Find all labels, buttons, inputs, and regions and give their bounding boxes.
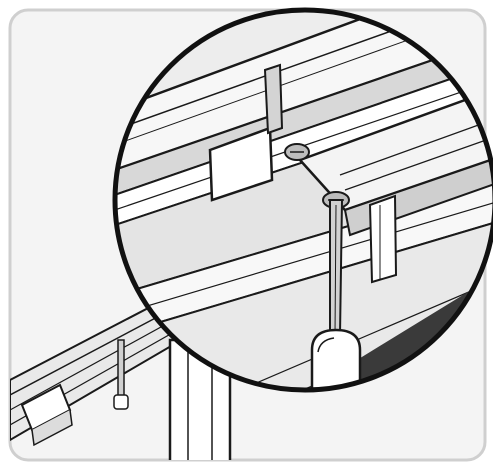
screwdriver-icon xyxy=(310,199,362,390)
magnifier-ring xyxy=(112,7,493,393)
